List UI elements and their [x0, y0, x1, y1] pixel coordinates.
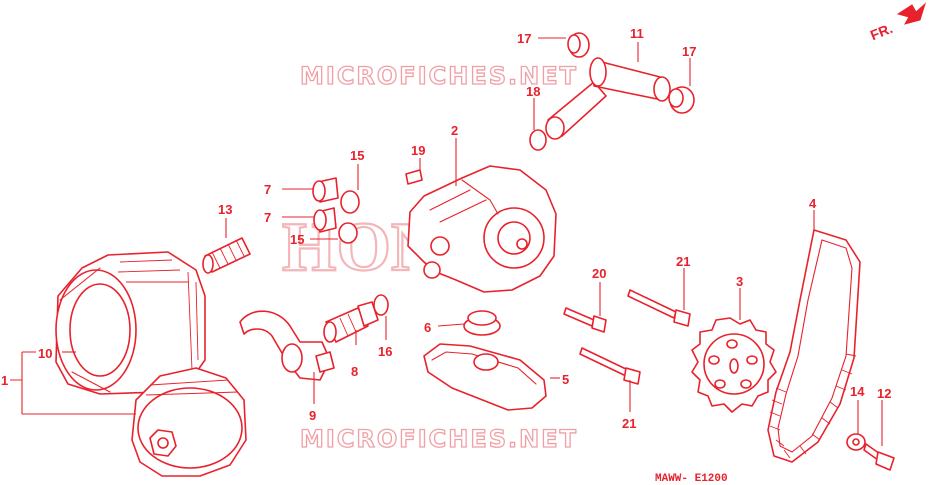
- oil-filter-part-10: [55, 251, 206, 395]
- diagram-code: MAWW- E1200: [655, 473, 728, 485]
- bolt-part-21-lower: [579, 347, 641, 385]
- callout-1: 1: [1, 373, 8, 388]
- callout-7-lower: 7: [264, 210, 271, 225]
- collar-part-7-upper: [312, 177, 339, 203]
- strainer-screen-part-5: [423, 343, 547, 411]
- callout-10: 10: [38, 346, 52, 361]
- seal-part-6: [463, 310, 501, 336]
- callout-17-left: 17: [517, 31, 531, 46]
- dowel-pin-part-19: [405, 169, 423, 185]
- callout-15-upper: 15: [350, 148, 364, 163]
- bolt-part-21-upper: [627, 289, 691, 327]
- leader-lines: [10, 37, 883, 446]
- watermark-bottom: MICROFICHES.NET: [300, 425, 578, 453]
- callout-9: 9: [309, 408, 316, 423]
- callout-6: 6: [424, 320, 431, 335]
- callout-16: 16: [378, 344, 392, 359]
- callout-15-lower: 15: [290, 232, 304, 247]
- callout-21-lower: 21: [622, 416, 636, 431]
- callout-2: 2: [451, 123, 458, 138]
- callout-20: 20: [592, 266, 606, 281]
- callout-11: 11: [630, 26, 644, 41]
- callout-13: 13: [218, 202, 232, 217]
- washer-part-14: [846, 433, 866, 451]
- callout-8: 8: [351, 364, 358, 379]
- o-ring-part-15-upper: [340, 190, 360, 214]
- bolt-part-12: [863, 443, 895, 471]
- bolt-part-20: [563, 307, 607, 333]
- front-direction-arrow: [896, 2, 927, 25]
- callout-5: 5: [562, 372, 569, 387]
- sprocket-part-3: [691, 317, 777, 413]
- o-ring-part-15-lower: [338, 222, 358, 244]
- nipple-part-13: [202, 237, 251, 274]
- strainer-pipe-part-9: [239, 310, 335, 381]
- callout-7-upper: 7: [264, 182, 271, 197]
- oil-filter-element-part-1: [131, 367, 247, 477]
- callout-18: 18: [526, 84, 540, 99]
- callout-14: 14: [850, 384, 865, 399]
- callout-17-right: 17: [682, 44, 696, 59]
- watermark-top: MICROFICHES.NET: [300, 62, 578, 90]
- callout-3: 3: [736, 274, 743, 289]
- o-ring-part-18: [529, 129, 547, 151]
- rubber-part-17-left: [567, 32, 590, 58]
- front-direction-label: FR.: [868, 20, 895, 43]
- oil-pipe-part-11: [545, 57, 671, 140]
- collar-part-7-lower: [313, 207, 337, 233]
- o-ring-part-16: [373, 294, 389, 316]
- oil-pump-part-2: [407, 165, 557, 293]
- callout-4: 4: [809, 196, 817, 211]
- rubber-part-17-right: [668, 86, 695, 114]
- relief-valve-part-8: [323, 301, 379, 343]
- callout-12: 12: [877, 386, 891, 401]
- callout-21-upper: 21: [676, 254, 690, 269]
- drive-chain-part-4: [767, 229, 861, 463]
- callout-19: 19: [411, 143, 425, 158]
